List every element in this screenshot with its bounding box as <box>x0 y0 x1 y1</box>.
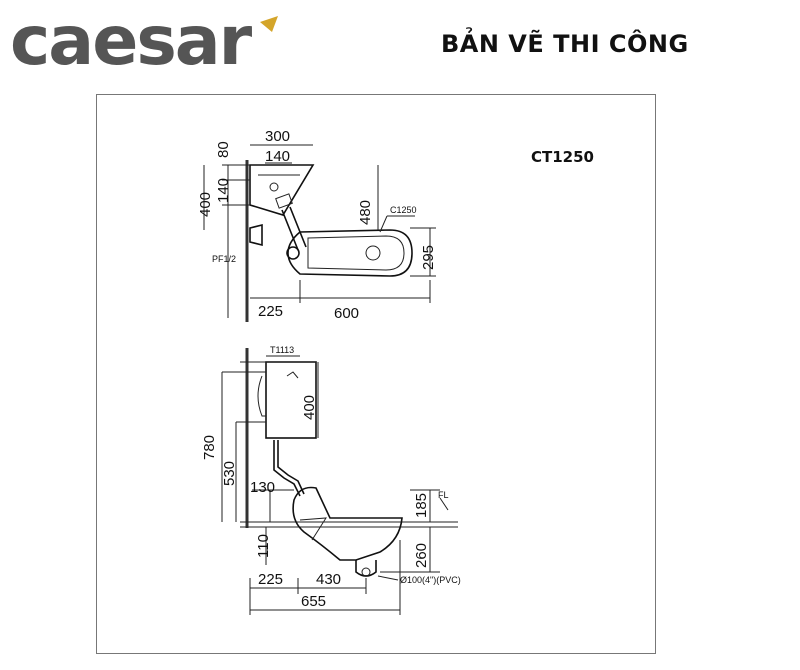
caesar-logo: caesar <box>10 8 278 74</box>
dim-side-400: 400 <box>301 395 318 420</box>
top-bowl <box>287 229 413 277</box>
dim-side-655: 655 <box>301 593 326 610</box>
tank-outlet-icon <box>269 182 279 192</box>
side-pan <box>292 486 403 561</box>
label-bowl-model: C1250 <box>390 205 417 215</box>
logo-wordmark: caesar <box>10 8 253 74</box>
dim-side-260: 260 <box>413 543 430 568</box>
drawing-frame <box>96 94 656 654</box>
dim-side-130: 130 <box>250 479 275 496</box>
dim-top-80: 80 <box>215 141 232 158</box>
label-valve: PF1/2 <box>212 254 236 264</box>
page-title: BẢN VẼ THI CÔNG <box>441 30 689 58</box>
dim-side-530: 530 <box>221 461 238 486</box>
dim-top-400: 400 <box>197 192 214 217</box>
top-tank <box>249 164 315 216</box>
top-view: 300 140 80 140 400 480 295 225 600 C1250… <box>197 128 437 322</box>
dim-side-780: 780 <box>201 435 218 460</box>
label-pipe: Ø100(4")(PVC) <box>400 575 461 585</box>
flush-lever-icon <box>286 371 299 379</box>
logo-accent-icon <box>260 16 278 32</box>
label-tank-model: T1113 <box>270 345 294 355</box>
dim-top-140: 140 <box>265 148 290 165</box>
dim-side-185: 185 <box>413 493 430 518</box>
dim-top-295: 295 <box>420 245 437 270</box>
inlet-icon <box>286 246 300 260</box>
side-view: T1113 780 530 400 130 110 185 260 FL Ø10… <box>201 345 461 615</box>
dim-top-480: 480 <box>357 200 374 225</box>
label-floor-level: FL <box>438 490 449 500</box>
dim-top-225: 225 <box>258 303 283 320</box>
dim-top-600: 600 <box>334 305 359 322</box>
model-number: CT1250 <box>531 148 594 166</box>
dim-top-300: 300 <box>265 128 290 145</box>
dim-side-430: 430 <box>316 571 341 588</box>
drain-hole-icon <box>365 245 381 261</box>
valve-icon <box>249 223 263 247</box>
dim-top-140v: 140 <box>215 178 232 203</box>
dim-side-225: 225 <box>258 571 283 588</box>
dim-side-110: 110 <box>255 534 272 558</box>
